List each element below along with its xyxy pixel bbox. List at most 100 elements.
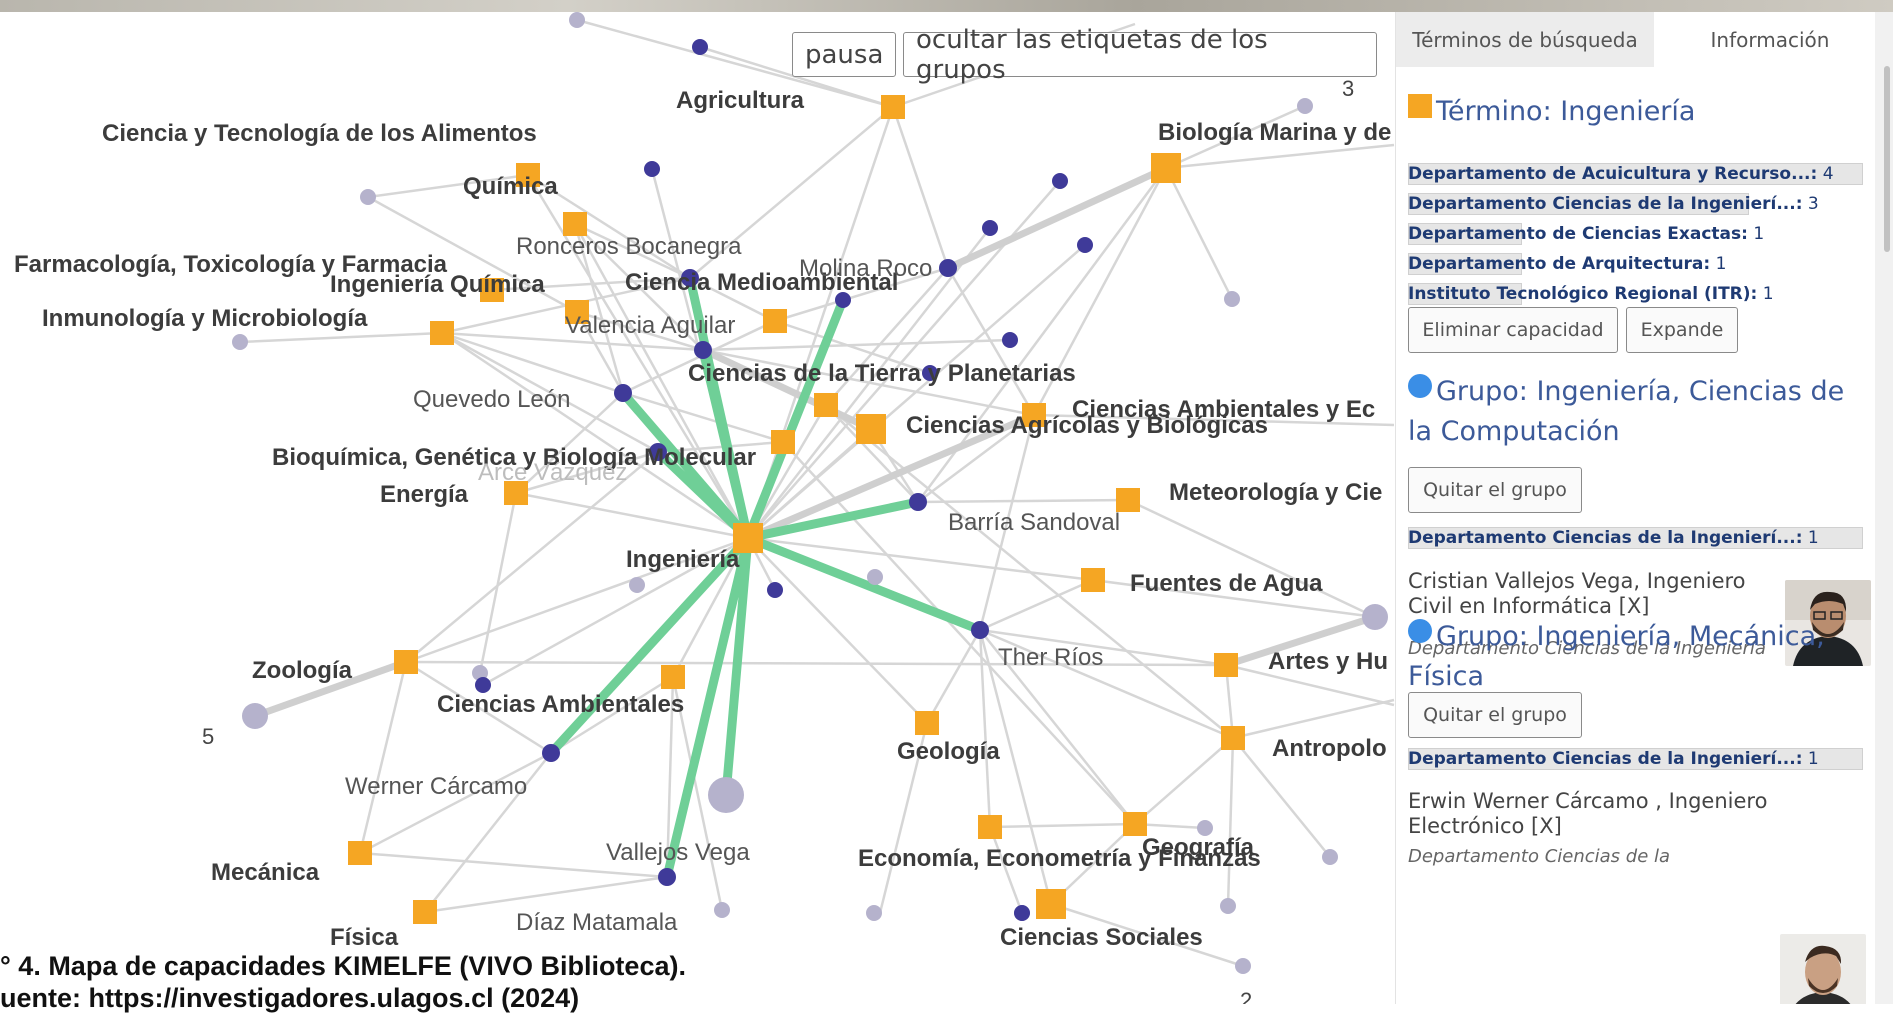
expand-button[interactable]: Expande (1626, 307, 1738, 353)
remove-group-2-button[interactable]: Quitar el grupo (1408, 692, 1582, 738)
group-2-dept-count: 1 (1807, 749, 1819, 769)
person-node[interactable] (692, 39, 708, 55)
remove-capacity-button[interactable]: Eliminar capacidad (1408, 307, 1618, 353)
term-dept-bar[interactable]: Instituto Tecnológico Regional (ITR): 1 (1408, 282, 1863, 306)
dept-name: Departamento Ciencias de la Ingenierí...… (1408, 194, 1803, 214)
person-node[interactable] (644, 161, 660, 177)
person-node[interactable] (909, 493, 927, 511)
capacity-node[interactable] (480, 278, 504, 302)
capacity-label: Agricultura (676, 87, 805, 114)
group-1-person[interactable]: Cristian Vallejos Vega, Ingeniero Civil … (1408, 569, 1746, 618)
capacity-node[interactable] (1214, 653, 1238, 677)
person-node[interactable] (1077, 237, 1093, 253)
person-node-light[interactable] (232, 334, 248, 350)
capacity-node[interactable] (1116, 488, 1140, 512)
person-label: Ther Ríos (998, 644, 1103, 671)
capacity-node[interactable] (771, 430, 795, 454)
group-2-dept-bar[interactable]: Departamento Ciencias de la Ingenierí...… (1408, 747, 1863, 771)
person-node[interactable] (475, 677, 491, 693)
capacity-node[interactable] (1151, 153, 1181, 183)
capacity-node[interactable] (661, 665, 685, 689)
capacity-node[interactable] (565, 300, 589, 324)
person-node-light[interactable] (629, 577, 645, 593)
capacity-node[interactable] (1081, 568, 1105, 592)
person-node[interactable] (767, 582, 783, 598)
term-dept-bar[interactable]: Departamento Ciencias de la Ingenierí...… (1408, 192, 1863, 216)
group-1-dept-bar[interactable]: Departamento Ciencias de la Ingenierí...… (1408, 526, 1863, 550)
group-1-heading: Grupo: Ingeniería, Ciencias de la Comput… (1408, 372, 1868, 452)
capacity-node[interactable] (516, 163, 540, 187)
capacity-node[interactable] (1123, 812, 1147, 836)
person-node[interactable] (835, 292, 851, 308)
panel-tabs: Términos de búsqueda Información (1396, 12, 1876, 67)
person-node-light[interactable] (360, 189, 376, 205)
group-node[interactable] (708, 777, 744, 813)
capacity-node[interactable] (856, 414, 886, 444)
pause-button[interactable]: pausa (792, 32, 896, 77)
person-node[interactable] (694, 341, 712, 359)
person-node[interactable] (1052, 173, 1068, 189)
capacity-node[interactable] (348, 841, 372, 865)
dept-bar-fill (1408, 163, 1863, 185)
person-node[interactable] (614, 384, 632, 402)
person-node-light[interactable] (472, 665, 488, 681)
capacity-node[interactable] (563, 212, 587, 236)
person-node-light[interactable] (867, 569, 883, 585)
person-node[interactable] (681, 269, 699, 287)
capacity-node[interactable] (1022, 403, 1046, 427)
remove-group-1-button[interactable]: Quitar el grupo (1408, 467, 1582, 513)
capacity-node[interactable] (763, 309, 787, 333)
person-node[interactable] (939, 259, 957, 277)
person-nodes[interactable] (232, 12, 1388, 974)
term-dept-bar[interactable]: Departamento de Arquitectura: 1 (1408, 252, 1863, 276)
capacity-label: Ciencia Medioambiental (625, 269, 898, 296)
person-node-light[interactable] (1220, 898, 1236, 914)
person-node[interactable] (649, 443, 667, 461)
capacity-node[interactable] (978, 815, 1002, 839)
panel-scrollbar-thumb[interactable] (1884, 66, 1890, 252)
capacity-node[interactable] (430, 321, 454, 345)
capacity-node[interactable] (881, 95, 905, 119)
person-node[interactable] (971, 621, 989, 639)
capacity-label: Química (463, 173, 558, 200)
capacity-node[interactable] (504, 481, 528, 505)
person-node[interactable] (1002, 332, 1018, 348)
capacity-node[interactable] (733, 523, 763, 553)
person-node[interactable] (542, 744, 560, 762)
person-node-light[interactable] (1235, 958, 1251, 974)
tab-information[interactable]: Información (1710, 27, 1830, 52)
capacity-node[interactable] (814, 393, 838, 417)
capacity-label: Energía (380, 481, 469, 508)
capacity-node[interactable] (1221, 726, 1245, 750)
person-node[interactable] (1014, 905, 1030, 921)
term-dept-bar[interactable]: Departamento de Ciencias Exactas: 1 (1408, 222, 1863, 246)
capacity-node[interactable] (413, 900, 437, 924)
dept-name: Departamento de Arquitectura: (1408, 254, 1711, 274)
person-node-light[interactable] (569, 12, 585, 28)
capacity-node[interactable] (1036, 889, 1066, 919)
capacity-nodes[interactable] (348, 95, 1245, 924)
hide-group-labels-button[interactable]: ocultar las etiquetas de los grupos (903, 25, 1377, 85)
person-node[interactable] (658, 868, 676, 886)
person-node-light[interactable] (242, 703, 268, 729)
capacity-node[interactable] (394, 650, 418, 674)
dept-count: 3 (1807, 194, 1819, 214)
capacity-node[interactable] (915, 711, 939, 735)
term-dept-bar[interactable]: Departamento de Acuicultura y Recurso...… (1408, 162, 1863, 186)
person-node[interactable] (922, 365, 938, 381)
person-node[interactable] (982, 220, 998, 236)
person-node-light[interactable] (714, 902, 730, 918)
capacity-label: Física (330, 924, 399, 951)
person-node-light[interactable] (1197, 820, 1213, 836)
group-2-person[interactable]: Erwin Werner Cárcamo , Ingeniero Electró… (1408, 789, 1768, 838)
person-node-light[interactable] (1224, 291, 1240, 307)
person-node-light[interactable] (1322, 849, 1338, 865)
panel-scrollbar[interactable] (1875, 12, 1893, 1004)
person-node-light[interactable] (1297, 98, 1313, 114)
person-node-light[interactable] (1362, 604, 1388, 630)
dept-name: Instituto Tecnológico Regional (ITR): (1408, 284, 1758, 304)
person-node-light[interactable] (866, 905, 882, 921)
tab-search-terms[interactable]: Términos de búsqueda (1396, 12, 1654, 67)
